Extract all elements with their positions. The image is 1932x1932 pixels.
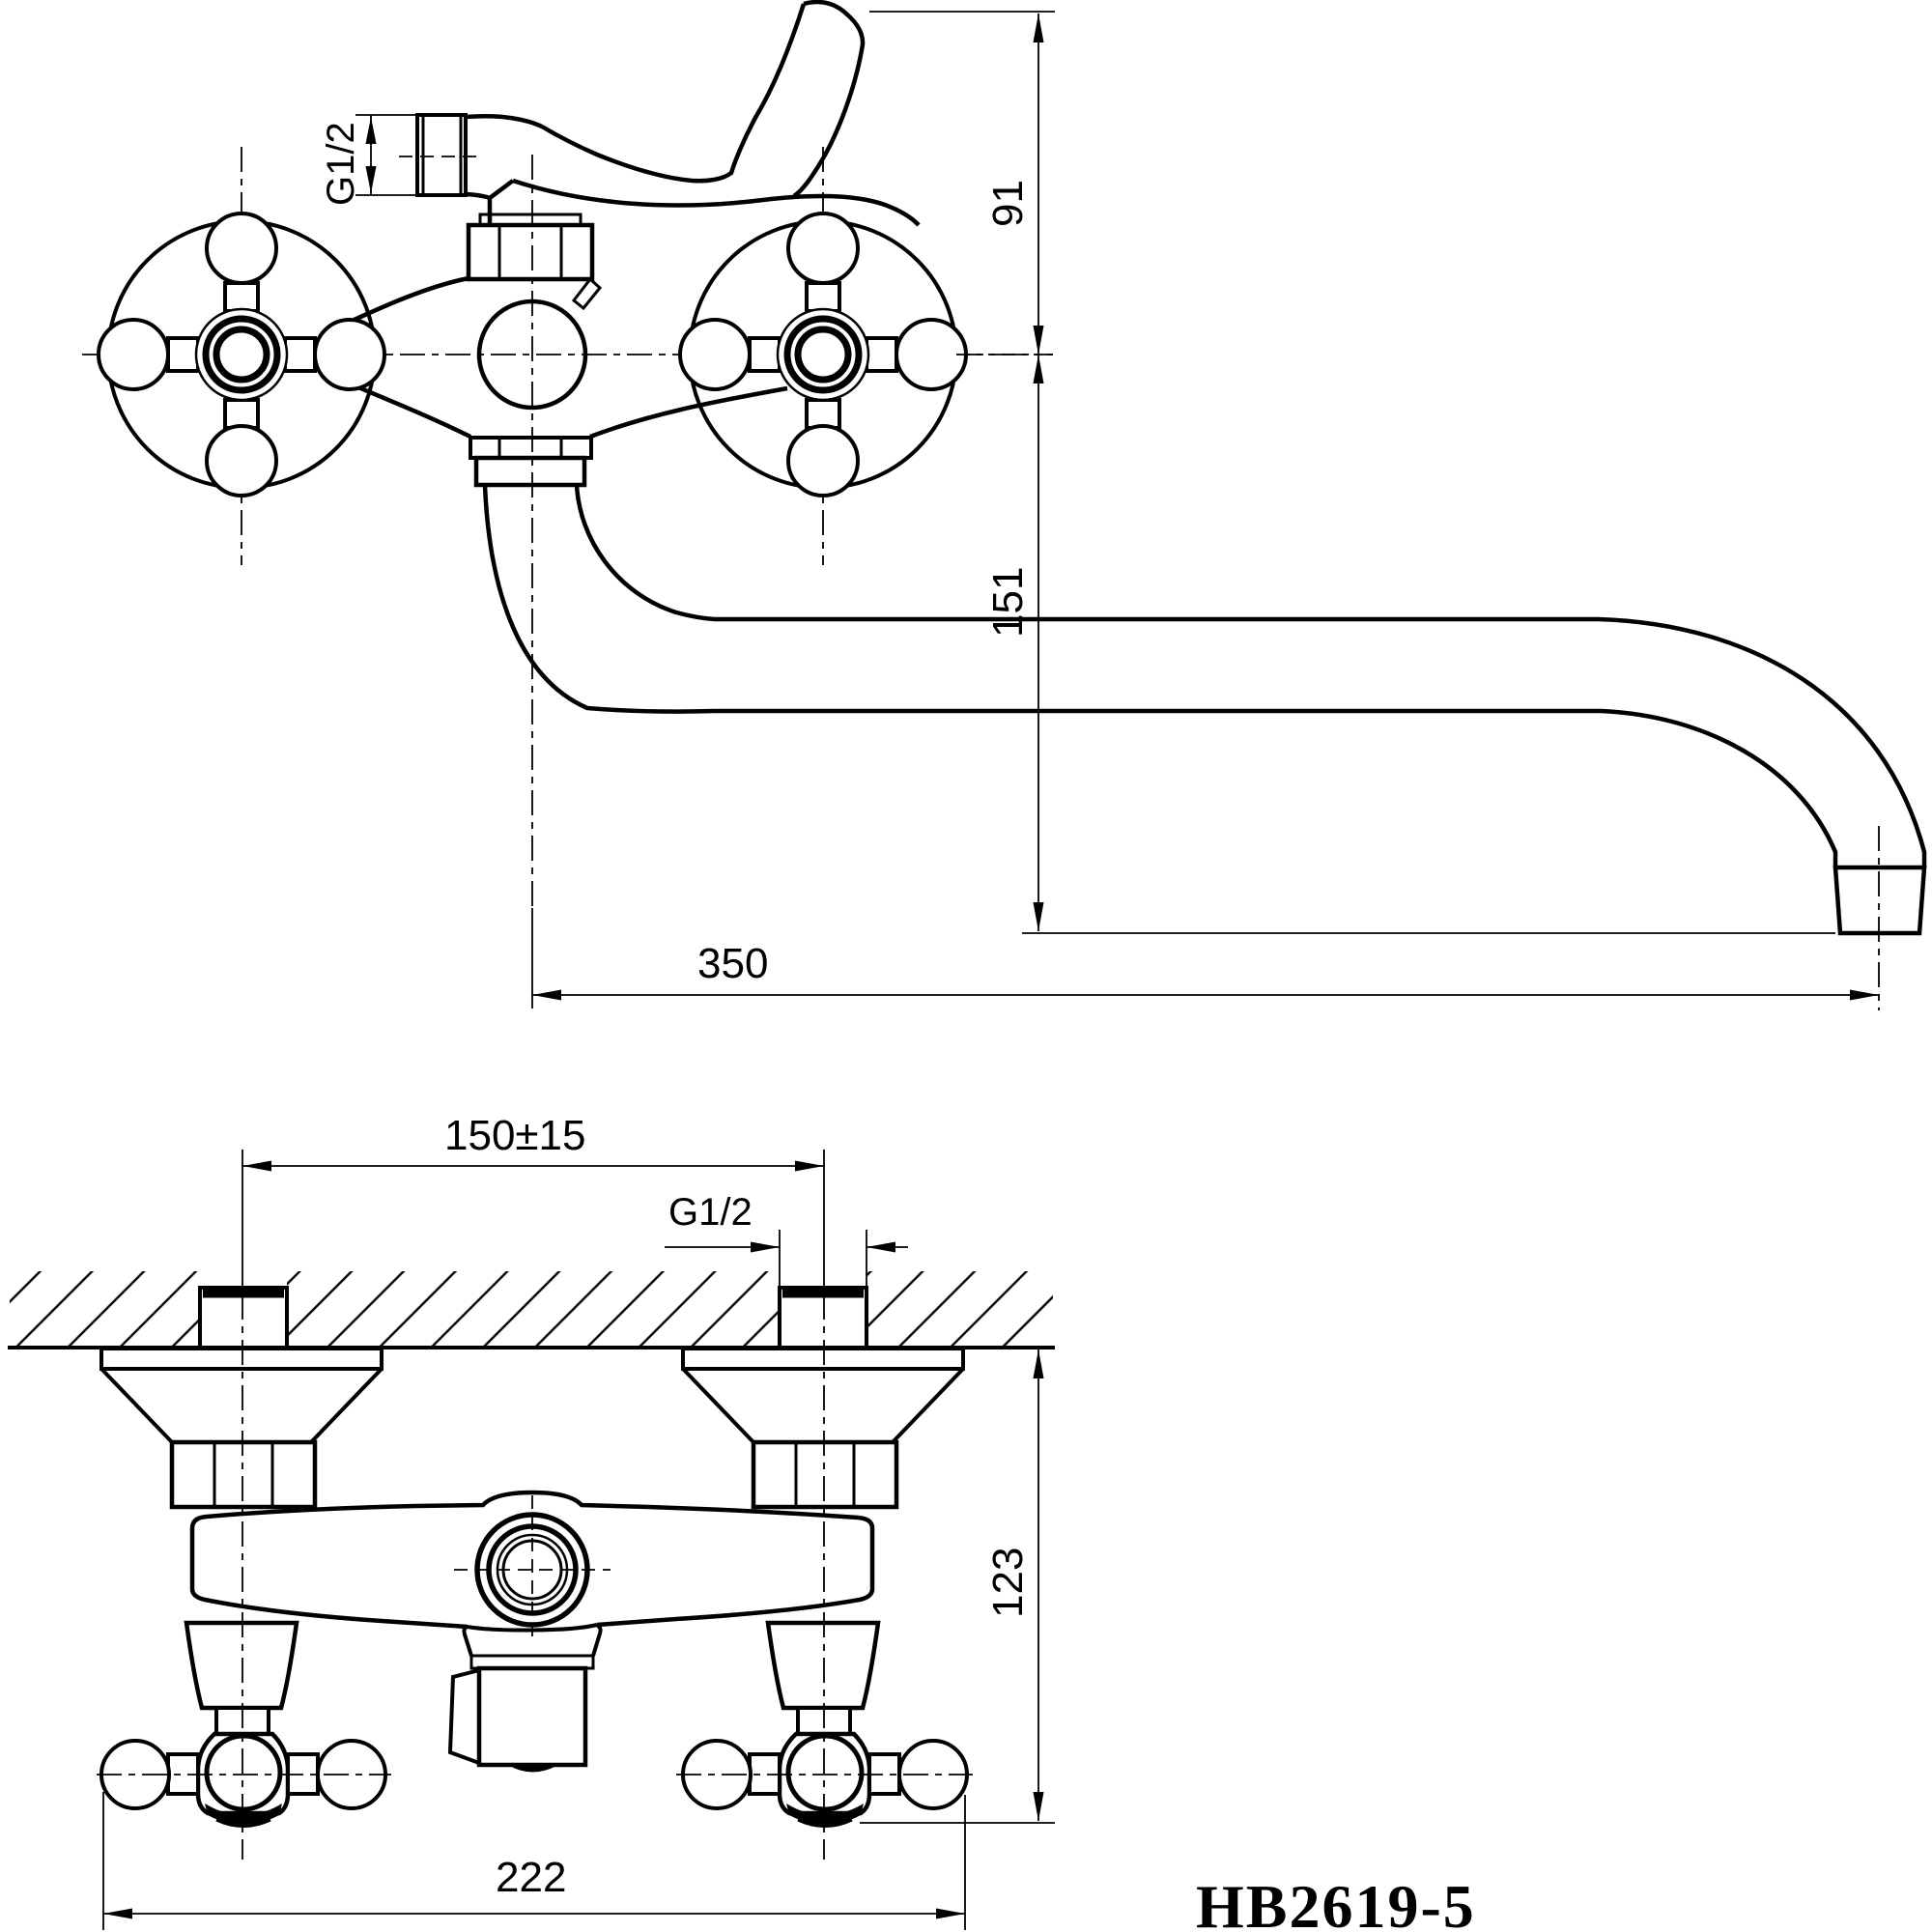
shower-outlet-elbow — [399, 113, 543, 223]
front-view: G1/2 91 151 350 — [82, 0, 1927, 1010]
diverter-knob — [571, 276, 603, 311]
spout-aerator — [1833, 865, 1927, 936]
dim-connection-thread-label: G1/2 — [668, 1191, 753, 1234]
spout-connection-nut — [469, 436, 593, 488]
dim-overall-width-label: 222 — [496, 1854, 566, 1901]
dim-body-depth-label: 123 — [984, 1548, 1032, 1618]
dim-shower-thread-label: G1/2 — [320, 122, 362, 206]
lever-handle — [540, 0, 866, 198]
dim-connection-thread: G1/2 — [665, 1191, 908, 1286]
spout-socket — [476, 1665, 588, 1768]
dim-body-depth: 123 — [860, 1350, 1055, 1824]
installation-view: 150±15 G1/2 123 222 — [8, 1112, 1476, 1932]
left-connector — [99, 1347, 384, 1510]
body-top-view — [189, 1490, 875, 1773]
left-wall-stub — [198, 1286, 289, 1350]
right-wall-stub — [778, 1286, 868, 1350]
spout-opening — [508, 1765, 558, 1773]
dim-shower-thread: G1/2 — [320, 114, 415, 206]
wall-section — [8, 1271, 1055, 1350]
dim-overall-width: 222 — [102, 1792, 966, 1930]
dim-lever-height-label: 91 — [984, 180, 1032, 227]
top-connection-nut — [466, 213, 595, 282]
dim-connection-spacing-label: 150±15 — [444, 1112, 586, 1159]
dim-spout-drop-label: 151 — [984, 567, 1032, 638]
spout — [482, 484, 1927, 936]
model-number: HB2619-5 — [1196, 1872, 1476, 1932]
left-valve-handle — [99, 1620, 387, 1828]
right-valve-handle — [681, 1620, 969, 1828]
dim-spout-reach: 350 — [532, 940, 1879, 1001]
dim-heights: 91 151 — [869, 11, 1835, 934]
dim-connection-spacing: 150±15 — [242, 1112, 824, 1172]
dim-spout-reach-label: 350 — [697, 940, 768, 987]
diverter-top-view — [454, 1495, 611, 1642]
right-connector — [681, 1347, 965, 1510]
right-cross-handle — [678, 212, 968, 497]
left-cross-handle — [97, 212, 386, 497]
